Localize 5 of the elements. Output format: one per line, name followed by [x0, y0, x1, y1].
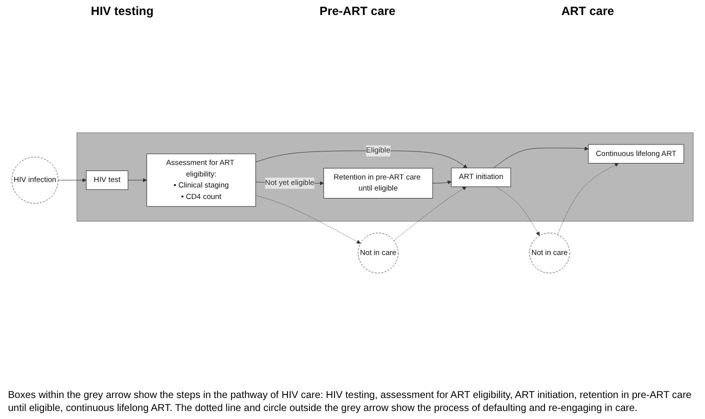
column-heading: Pre-ART care — [319, 4, 396, 18]
cluster — [76, 132, 694, 222]
caption: Boxes within the grey arrow show the steps in the pathway of HIV care: HIV testing, assessment for ART eligibility, ART initiation, retention in pre-ART care until eligible, continuous lifelong ART. The dotted line and circle outside the grey arrow show the process of defaulting and re-engaging in care. — [8, 390, 692, 414]
column-heading: ART care — [561, 4, 614, 18]
column-heading: HIV testing — [90, 4, 154, 18]
